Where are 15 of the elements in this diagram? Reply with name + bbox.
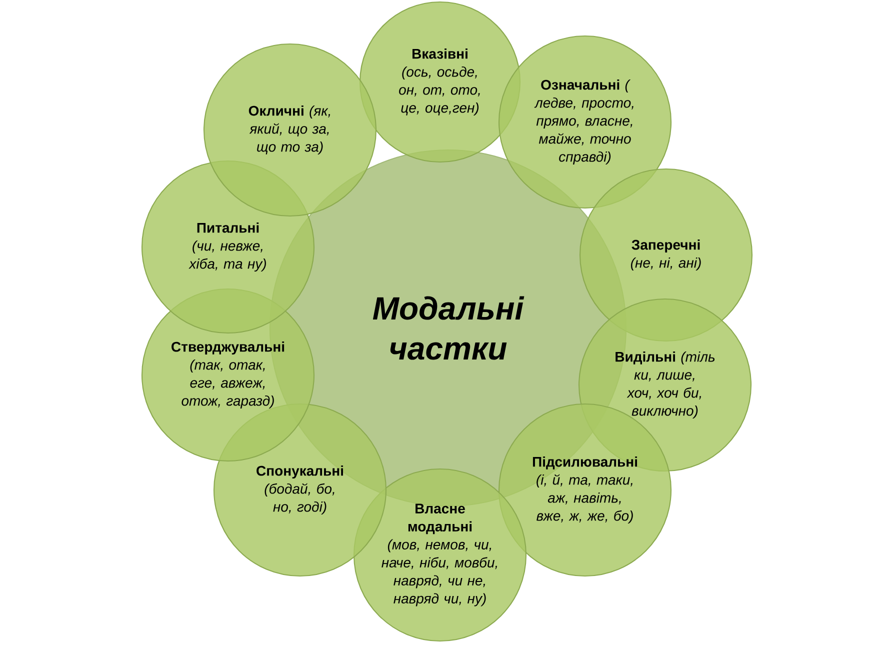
category-circle <box>359 1 521 163</box>
category-label: Питальні (чи, невже, хіба, та ну) <box>188 222 266 272</box>
category-label: Означальні ( ледве, просто, прямо, власне, майже, точно справді) <box>534 79 634 165</box>
category-label: Окличні (як, який, що за, що то за) <box>248 105 330 155</box>
category-circle <box>203 43 377 217</box>
category-label: Стверджувальні (так, отак, еге, авжеж, отож, гаразд) <box>172 341 284 409</box>
category-label: Видільні (тіль ки, лише, хоч, хоч би, виключно) <box>616 351 715 419</box>
category-label: Власне модальні (мов, немов, чи, наче, ніби, мовби, навряд, чи не, навряд чи, ну) <box>382 504 498 606</box>
category-label: Підсилювальні (і, й, та, таки, аж, навіть, вже, ж, же, бо) <box>532 456 638 524</box>
category-circle <box>498 35 672 209</box>
category-label: Заперечні (не, ні, ані) <box>630 239 701 271</box>
category-label: Вказівні (ось, осьде, он, от, ото, це, оце,ген) <box>399 48 480 116</box>
category-circle <box>353 468 527 642</box>
center-label: Модальні частки <box>372 296 524 360</box>
category-label: Спонукальні (бодай, бо, но, годі) <box>256 466 343 515</box>
